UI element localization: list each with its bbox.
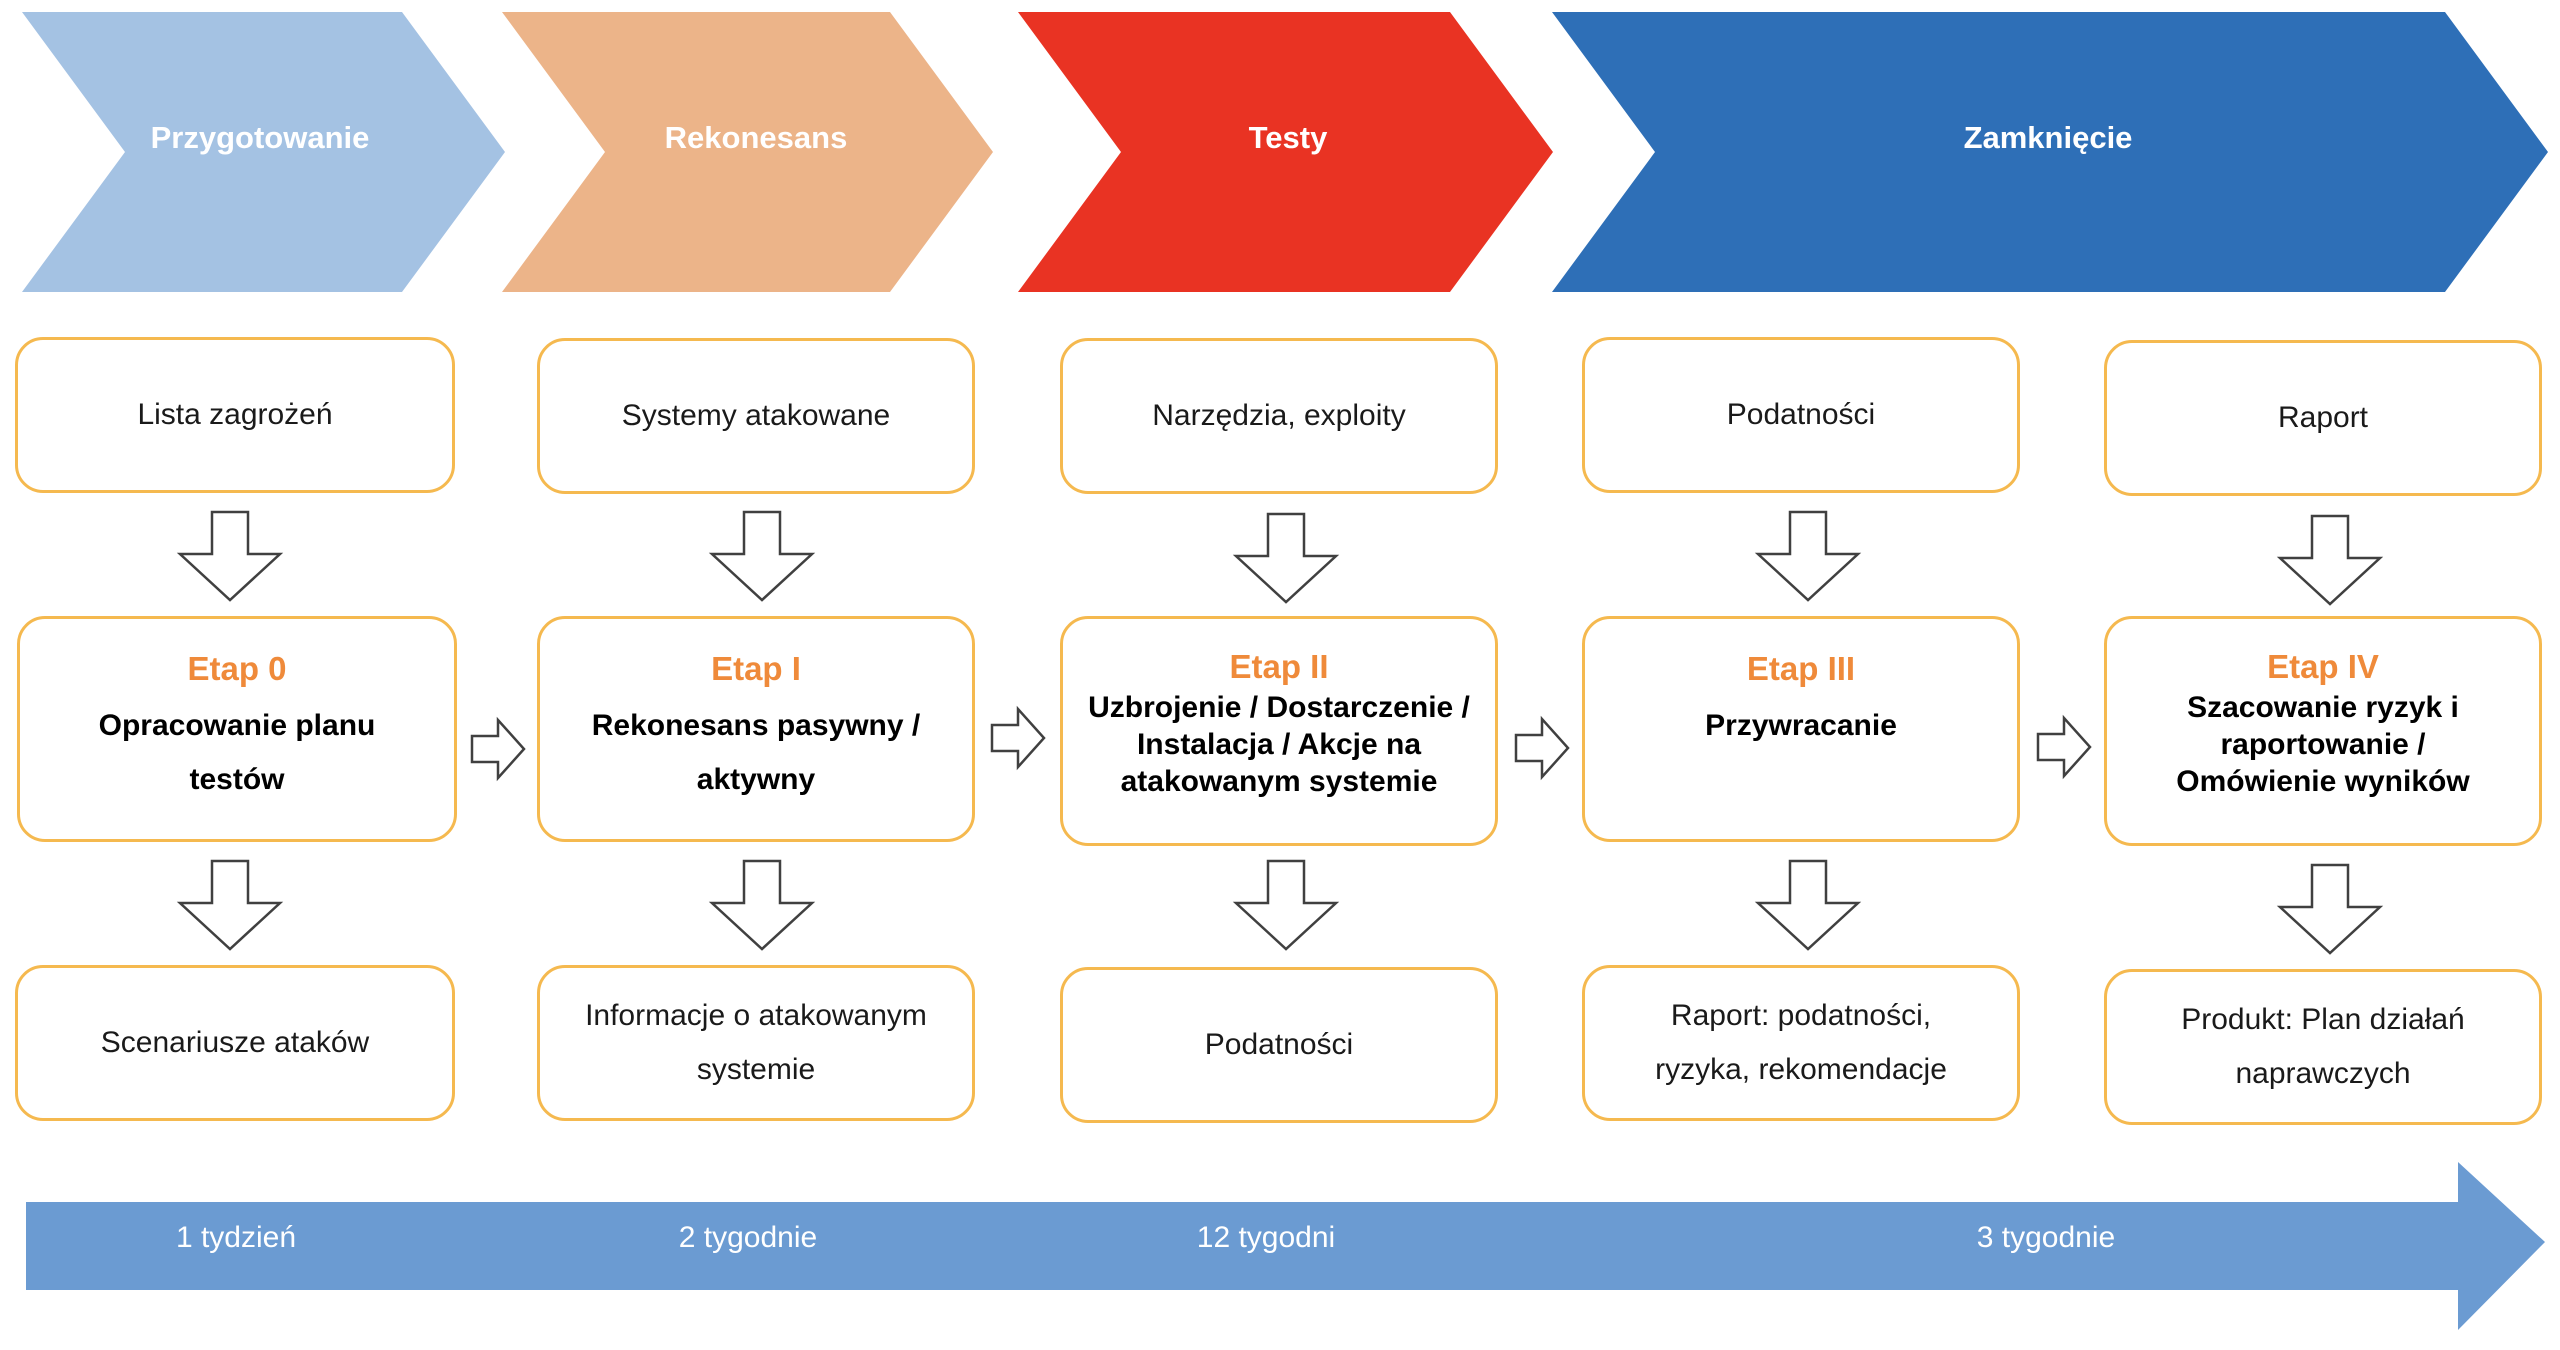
input-box-stage-3: Podatności xyxy=(1582,337,2020,493)
down-arrow-icon xyxy=(1754,510,1862,602)
stage-description: Przywracanie xyxy=(1705,709,1897,742)
stage-description: Rekonesans pasywny / aktywny xyxy=(591,709,921,796)
stage-description: Szacowanie ryzyk i raportowanie / Omówie… xyxy=(2176,691,2470,798)
output-label: Produkt: Plan działań naprawczych xyxy=(2181,1003,2465,1090)
input-box-stage-1: Systemy atakowane xyxy=(537,338,975,494)
right-arrow-icon xyxy=(2036,714,2092,780)
down-arrow-icon xyxy=(176,510,284,602)
phase-label-przygotowanie: Przygotowanie xyxy=(150,120,370,155)
timeline-label-zamkniecie: 3 tygodnie xyxy=(1976,1221,2116,1254)
stage-description: Opracowanie planu testów xyxy=(98,709,376,796)
timeline-label-rekonesans: 2 tygodnie xyxy=(678,1221,818,1254)
stage-title: Etap 0 xyxy=(187,650,287,687)
output-label: Informacje o atakowanym systemie xyxy=(585,999,927,1086)
output-box-stage-1: Informacje o atakowanym systemie xyxy=(537,965,975,1121)
right-arrow-icon xyxy=(990,705,1046,771)
down-arrow-icon xyxy=(1754,859,1862,951)
stage-title: Etap III xyxy=(1746,650,1856,687)
stage-box-3: Etap III Przywracanie xyxy=(1582,616,2020,842)
stage-box-0: Etap 0 Opracowanie planu testów xyxy=(17,616,457,842)
timeline-arrow xyxy=(26,1162,2545,1330)
phase-label-zamkniecie: Zamknięcie xyxy=(1963,120,2133,155)
phase-chevron-testy xyxy=(1018,12,1553,292)
input-label: Raport xyxy=(2277,401,2369,434)
down-arrow-icon xyxy=(2276,863,2384,955)
down-arrow-icon xyxy=(708,859,816,951)
input-box-stage-4: Raport xyxy=(2104,340,2542,496)
down-arrow-icon xyxy=(1232,859,1340,951)
stage-description: Uzbrojenie / Dostarczenie / Instalacja /… xyxy=(1088,691,1470,798)
phase-label-testy: Testy xyxy=(1248,120,1328,155)
down-arrow-icon xyxy=(176,859,284,951)
input-label: Narzędzia, exploity xyxy=(1152,399,1406,432)
phase-chevron-przygotowanie xyxy=(22,12,505,292)
input-label: Podatności xyxy=(1726,398,1876,431)
down-arrow-icon xyxy=(1232,512,1340,604)
output-box-stage-2: Podatności xyxy=(1060,967,1498,1123)
stage-box-4: Etap IV Szacowanie ryzyk i raportowanie … xyxy=(2104,616,2542,846)
output-box-stage-0: Scenariusze ataków xyxy=(15,965,455,1121)
input-box-stage-2: Narzędzia, exploity xyxy=(1060,338,1498,494)
phase-chevron-rekonesans xyxy=(502,12,993,292)
stage-box-2: Etap II Uzbrojenie / Dostarczenie / Inst… xyxy=(1060,616,1498,846)
right-arrow-icon xyxy=(1514,715,1570,781)
stage-title: Etap II xyxy=(1229,648,1329,685)
input-label: Systemy atakowane xyxy=(621,399,891,432)
stage-title: Etap IV xyxy=(2267,648,2379,685)
output-box-stage-4: Produkt: Plan działań naprawczych xyxy=(2104,969,2542,1125)
phase-chevrons xyxy=(22,12,2548,292)
output-label: Podatności xyxy=(1204,1028,1354,1061)
output-box-stage-3: Raport: podatności, ryzyka, rekomendacje xyxy=(1582,965,2020,1121)
down-arrow-icon xyxy=(2276,514,2384,606)
stage-box-1: Etap I Rekonesans pasywny / aktywny xyxy=(537,616,975,842)
phase-chevron-zamkniecie xyxy=(1552,12,2548,292)
timeline-label-testy: 12 tygodni xyxy=(1196,1221,1336,1254)
timeline-label-przygotowanie: 1 tydzień xyxy=(175,1221,297,1254)
input-label: Lista zagrożeń xyxy=(137,398,333,431)
output-label: Raport: podatności, ryzyka, rekomendacje xyxy=(1655,999,1947,1086)
output-label: Scenariusze ataków xyxy=(100,1026,370,1059)
stage-title: Etap I xyxy=(711,650,801,687)
input-box-stage-0: Lista zagrożeń xyxy=(15,337,455,493)
right-arrow-icon xyxy=(470,716,526,782)
phase-label-rekonesans: Rekonesans xyxy=(664,120,848,155)
down-arrow-icon xyxy=(708,510,816,602)
